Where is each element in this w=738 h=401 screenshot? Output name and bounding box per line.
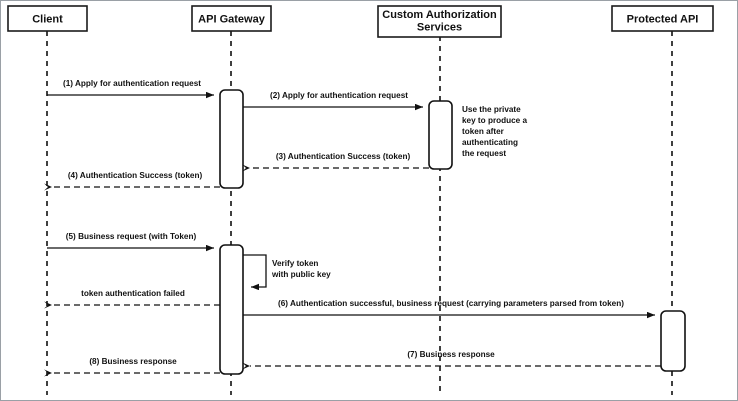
verify-token-self-call-arrow	[243, 254, 267, 291]
message-3-label: (3) Authentication Success (token)	[276, 152, 411, 161]
participant-label-custom-authorization-services-line1: Custom Authorization	[382, 9, 497, 21]
message-4-label: (4) Authentication Success (token)	[68, 171, 203, 180]
message-8[interactable]: (8) Business response	[44, 357, 220, 377]
verify-token-self-call-line-2: with public key	[271, 270, 331, 279]
message-3[interactable]: (3) Authentication Success (token)	[242, 152, 429, 172]
participant-custom-authorization-services[interactable]: Custom Authorization Services	[377, 5, 502, 38]
message-5-label: (5) Business request (with Token)	[66, 232, 197, 241]
participant-client[interactable]: Client	[7, 5, 88, 32]
private-key-note: Use the private key to produce a token a…	[462, 105, 528, 158]
verify-token-self-call-line-1: Verify token	[272, 259, 318, 268]
message-token-authentication-failed[interactable]: token authentication failed	[44, 289, 220, 309]
private-key-note-line-2: key to produce a	[462, 116, 528, 125]
participant-label-custom-authorization-services-line2: Services	[417, 21, 462, 33]
private-key-note-line-1: Use the private	[462, 105, 521, 114]
activation-api-gateway-auth	[219, 89, 244, 189]
activation-api-gateway-business	[219, 244, 244, 375]
participant-box-protected-api	[611, 5, 714, 32]
message-7[interactable]: (7) Business response	[242, 350, 661, 370]
private-key-note-line-4: authenticating	[462, 138, 518, 147]
message-2-label: (2) Apply for authentication request	[270, 91, 408, 100]
message-7-label: (7) Business response	[407, 350, 495, 359]
participant-label-client: Client	[32, 13, 63, 25]
message-1[interactable]: (1) Apply for authentication request	[47, 79, 214, 99]
participant-box-custom-authorization-services	[377, 5, 502, 38]
message-token-authentication-failed-label: token authentication failed	[81, 289, 185, 298]
participant-box-client	[7, 5, 88, 32]
participant-protected-api[interactable]: Protected API	[611, 5, 714, 32]
private-key-note-line-3: token after	[462, 127, 505, 136]
message-6[interactable]: (6) Authentication successful, business …	[243, 299, 655, 319]
message-5[interactable]: (5) Business request (with Token)	[47, 232, 214, 252]
message-6-label: (6) Authentication successful, business …	[278, 299, 624, 308]
participant-api-gateway[interactable]: API Gateway	[191, 5, 272, 32]
verify-token-self-call[interactable]: Verify token with public key	[243, 254, 331, 291]
activation-protected-api	[660, 310, 686, 372]
message-1-label: (1) Apply for authentication request	[63, 79, 201, 88]
activation-custom-authorization-services	[428, 100, 453, 170]
private-key-note-line-5: the request	[462, 149, 506, 158]
participant-box-api-gateway	[191, 5, 272, 32]
message-4[interactable]: (4) Authentication Success (token)	[44, 171, 220, 191]
participant-label-api-gateway: API Gateway	[198, 13, 266, 25]
participant-label-protected-api: Protected API	[627, 13, 699, 25]
message-2[interactable]: (2) Apply for authentication request	[243, 91, 423, 111]
message-8-label: (8) Business response	[89, 357, 177, 366]
